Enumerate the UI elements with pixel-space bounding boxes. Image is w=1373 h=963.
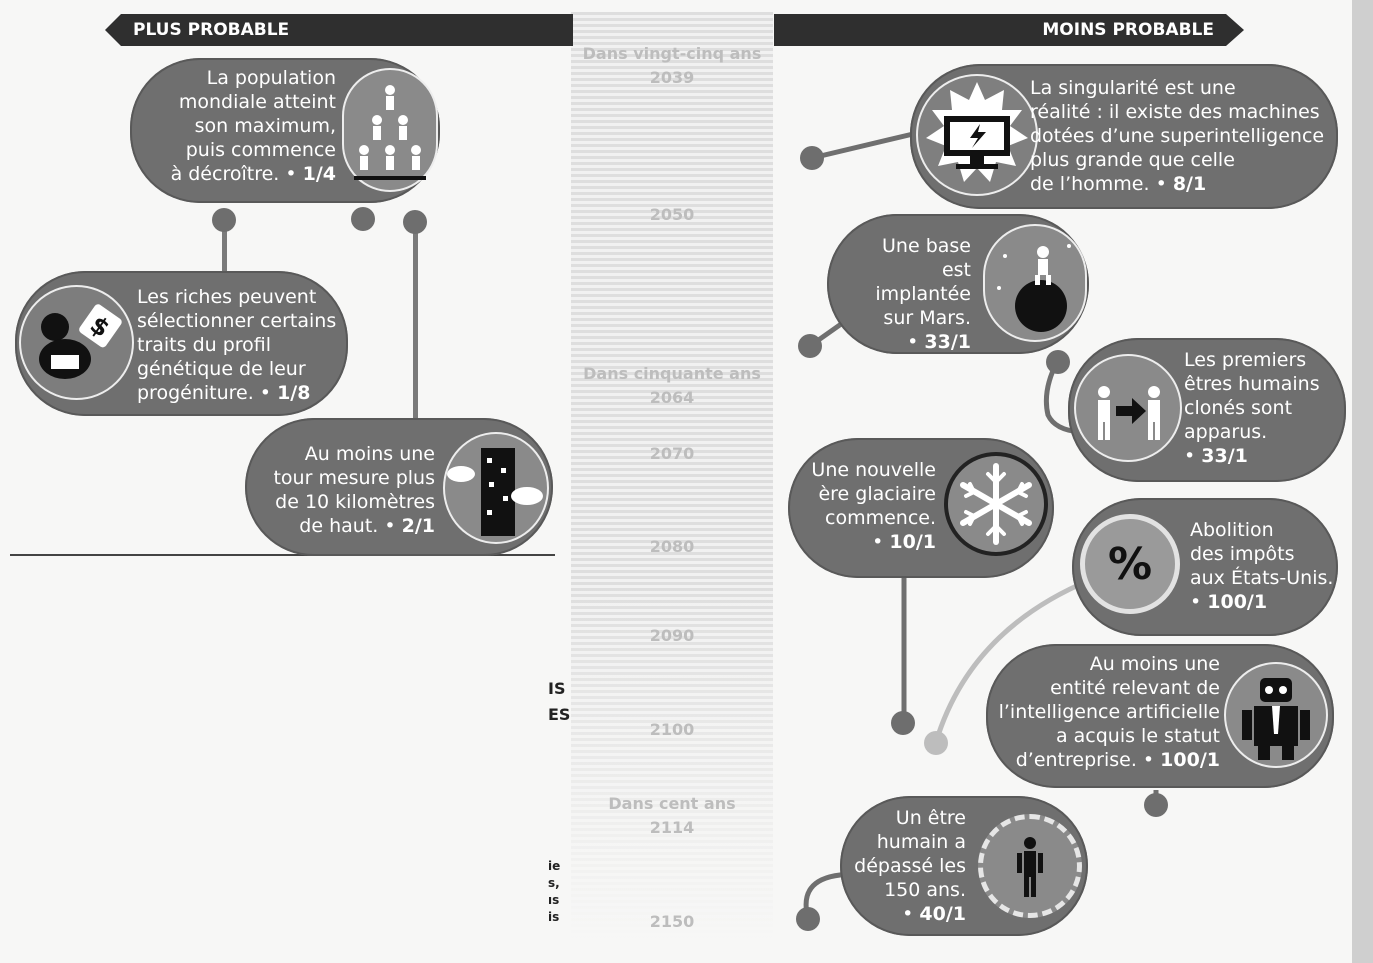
timeline-label-2080: 2080	[649, 537, 695, 556]
timeline-dot	[351, 207, 375, 231]
timeline-dot	[924, 731, 948, 755]
cloning-people-icon	[1074, 354, 1182, 462]
banner-plus-probable: PLUS PROBABLE	[105, 14, 573, 46]
timeline-dot	[796, 907, 820, 931]
timeline-dot	[403, 210, 427, 234]
timeline-dot	[800, 146, 824, 170]
timeline-label-2100: 2100	[649, 720, 695, 739]
timeline-label-2090: 2090	[649, 626, 695, 645]
banner-moins-probable: MOINS PROBABLE	[774, 14, 1244, 46]
robot-businessman-icon	[1224, 662, 1328, 768]
timeline-dot	[212, 208, 236, 232]
timeline-dot	[1046, 350, 1070, 374]
mars-astronaut-icon	[983, 224, 1087, 342]
timeline-label-2070: 2070	[649, 444, 695, 463]
timeline-dot	[1144, 793, 1168, 817]
timeline-column	[571, 12, 773, 942]
connector-line	[222, 220, 227, 276]
human-pyramid-icon	[342, 68, 438, 192]
page-edge-shadow	[1352, 0, 1373, 963]
timeline-dot	[798, 334, 822, 358]
baby-price-tag-icon: $	[19, 285, 134, 400]
connector-lines-right	[803, 127, 1159, 919]
timeline-label-2050: 2050	[649, 205, 695, 224]
connector-line	[413, 222, 418, 422]
person-clock-icon	[978, 814, 1082, 918]
percent-icon: %	[1080, 514, 1180, 614]
timeline-label-2150: 2150	[649, 912, 695, 931]
snowflake-icon	[944, 452, 1048, 556]
computer-lightning-icon	[916, 74, 1038, 196]
skyscraper-icon	[443, 432, 549, 544]
divider-line	[10, 554, 555, 556]
timeline-dot	[891, 711, 915, 735]
